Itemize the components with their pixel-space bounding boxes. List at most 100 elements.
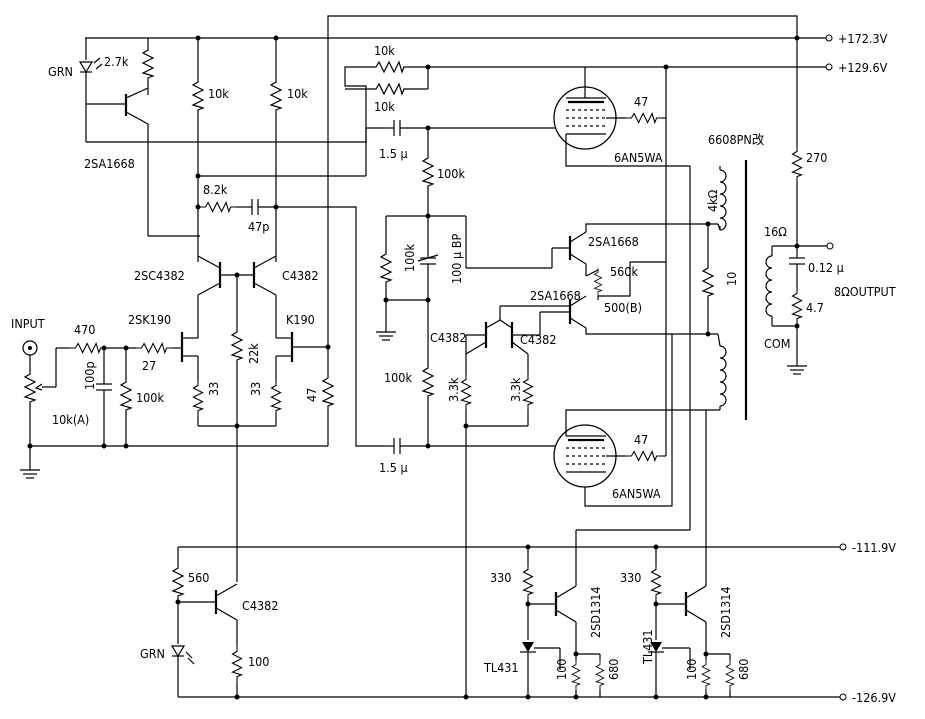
- label-com: COM: [764, 336, 790, 351]
- resistor-680a: [595, 659, 605, 691]
- feedback-resistors: 10k 10k: [345, 43, 431, 114]
- label-100k-top: 100k: [437, 166, 465, 181]
- output-terminal-hot[interactable]: [826, 242, 834, 250]
- label-47-g2-bot: 47: [634, 432, 648, 447]
- wire-top-loop: [327, 15, 798, 332]
- resistor-100k-left: [380, 247, 392, 289]
- label-10k-a: 10k: [208, 86, 229, 101]
- pot-wiper-b: [585, 269, 599, 277]
- label-1u5-bot: 1.5 μ: [379, 460, 408, 475]
- label-c4382: C4382: [282, 268, 318, 283]
- label-680b: 680: [736, 659, 751, 680]
- rail-minus126v: -126.9V: [178, 690, 896, 705]
- label-500b: 500(B): [604, 300, 642, 315]
- resistor-100b: [701, 659, 711, 691]
- label-0u12: 0.12 μ: [808, 260, 844, 275]
- label-47-gate: 47: [304, 388, 319, 402]
- wire-servo-bottom: [585, 328, 672, 335]
- resistor-680b: [725, 659, 735, 691]
- label-270: 270: [806, 150, 827, 165]
- wire-servo-top: [585, 223, 690, 232]
- resistor-10: [702, 261, 714, 303]
- resistor-100k-bot: [422, 361, 434, 403]
- rail-minus111v: -111.9V: [178, 540, 896, 555]
- label-pot-10k: 10k(A): [52, 412, 89, 427]
- label-100b: 100: [684, 659, 699, 680]
- label-2sk190: 2SK190: [128, 312, 171, 327]
- label-330a: 330: [490, 570, 511, 585]
- label-100k-bot: 100k: [384, 370, 412, 385]
- label-6an5wa-bottom: 6AN5WA: [612, 486, 661, 501]
- pot-10k[interactable]: [24, 367, 36, 409]
- label-2sa1668-lower: 2SA1668: [530, 288, 581, 303]
- resistor-4-7: [791, 287, 803, 325]
- wire-pot-ref: [598, 261, 666, 297]
- resistor-47-grid2-bot: [625, 450, 663, 462]
- label-27: 27: [142, 358, 156, 373]
- label-8k2: 8.2k: [203, 182, 228, 197]
- label-c4382-left: C4382: [430, 330, 466, 345]
- label-100p: 100p: [82, 361, 97, 390]
- rail-129v: +129.6V: [428, 60, 888, 75]
- label-10k-fb2: 10k: [374, 99, 395, 114]
- bias-servo: 2SA1668 560k 500(B) 2SA1668 C4382 C4382 …: [430, 223, 690, 697]
- wire-cathode-top: [565, 134, 718, 225]
- label-10: 10: [724, 272, 739, 286]
- label-100u-bp: 100 μ BP: [449, 234, 464, 284]
- resistor-470: [69, 342, 107, 354]
- jfet-pair: 2SK190 K190 47 33 33 22k: [128, 312, 334, 582]
- label-2sd1314-a: 2SD1314: [588, 586, 603, 638]
- regulator-b: 330 2SD1314 TL431 100 680: [620, 410, 751, 697]
- label-3k3b: 3.3k: [508, 377, 523, 402]
- resistor-33b: [270, 379, 282, 417]
- wire-to-lower-cap: [276, 206, 386, 447]
- secondary-coil: [765, 255, 773, 317]
- wire-reg-a-out: [576, 224, 691, 531]
- cascode-pair: 2SC4382 C4382: [134, 255, 318, 334]
- label-47p: 47p: [248, 219, 269, 234]
- label-tl431-a: TL431: [483, 660, 519, 675]
- label-c4382-right: C4382: [520, 332, 556, 347]
- label-100k-in: 100k: [136, 390, 164, 405]
- label-4kohm: 4kΩ: [705, 189, 720, 212]
- label-470: 470: [74, 322, 95, 337]
- label-33b: 33: [248, 382, 263, 396]
- coupling-network: 1.5 μ 100k 100k 100 μ BP 100k 1.5 μ: [376, 120, 558, 475]
- label-560k: 560k: [610, 264, 638, 279]
- resistor-33a: [192, 379, 204, 417]
- led-current-source: 2.7k GRN 2SA1668: [48, 38, 370, 237]
- label-100-cs: 100: [248, 654, 269, 669]
- primary-coil-top: [719, 169, 727, 231]
- label-100a: 100: [554, 659, 569, 680]
- wire-bias-feedback: [86, 66, 370, 143]
- rail-minus126v-label: -126.9V: [852, 690, 896, 705]
- resistor-47-grid2-top: [625, 112, 663, 124]
- collector-resistors: 10k 10k: [192, 35, 386, 262]
- resistor-100k-in: [120, 375, 132, 417]
- resistor-3k3-b: [522, 373, 534, 411]
- label-2sa1668-top: 2SA1668: [84, 156, 135, 171]
- pot-wiper-icon: [34, 383, 43, 391]
- primary-coil-bottom: [719, 345, 727, 407]
- resistor-330a: [522, 563, 534, 601]
- rail-172v: +172.3V: [85, 31, 888, 46]
- label-560: 560: [188, 570, 209, 585]
- pot-500b[interactable]: [593, 267, 603, 297]
- resistor-100-cs: [231, 645, 243, 683]
- label-10k-b: 10k: [287, 86, 308, 101]
- resistor-22k: [231, 325, 243, 367]
- resistor-330b: [650, 563, 662, 601]
- tube-6an5wa-bottom: 47 6AN5WA: [553, 333, 720, 507]
- wire-cathode-bottom: [584, 333, 718, 507]
- resistor-8k2: [199, 201, 237, 213]
- wire-plate-bottom: [565, 409, 720, 436]
- label-10k-fb1: 10k: [374, 43, 395, 58]
- resistor-270: [791, 145, 803, 183]
- resistor-10k-fb2: [369, 83, 411, 95]
- label-2sd1314-b: 2SD1314: [718, 586, 733, 638]
- label-680a: 680: [606, 659, 621, 680]
- resistor-27: [135, 342, 173, 354]
- label-3k3a: 3.3k: [446, 377, 461, 402]
- label-input: INPUT: [11, 316, 45, 331]
